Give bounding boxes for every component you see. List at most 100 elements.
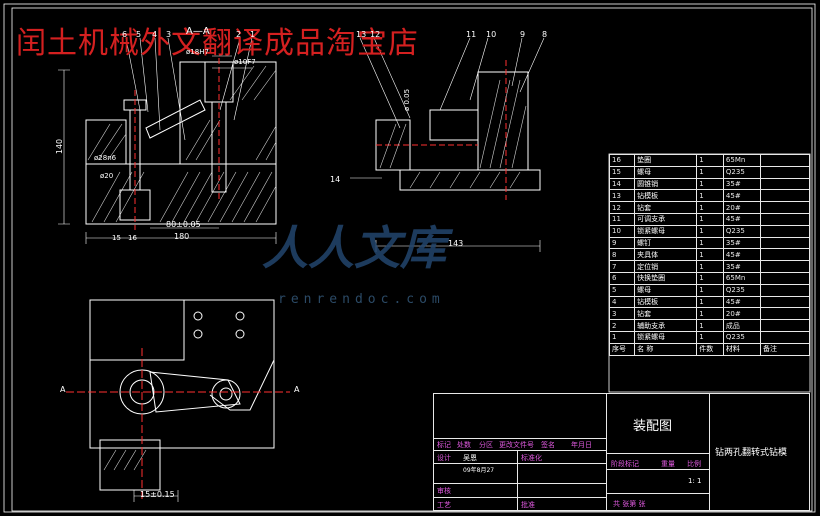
bom-cell-qty: 1 <box>696 330 724 344</box>
bom-cell-name: 名 称 <box>634 342 698 356</box>
sheet-count: 共 张第 张 <box>613 500 646 508</box>
revision-label: 分区 <box>479 441 493 449</box>
watermark-url: renrendoc.com <box>278 292 445 307</box>
side-view <box>350 37 545 252</box>
bom-cell-note <box>760 224 810 238</box>
watermark-logo: 人人文库 <box>262 221 446 275</box>
label-design: 设计 <box>437 454 451 462</box>
bom-cell-mat: 45# <box>722 295 762 309</box>
section-label-a-left: A <box>60 385 66 394</box>
bom-cell-mat: 45# <box>722 248 762 262</box>
watermark-shop-name: 闰土机械外文翻译成品淘宝店 <box>16 26 419 61</box>
revision-label: 签名 <box>541 441 555 449</box>
bom-cell-no: 2 <box>608 319 636 332</box>
bom-cell-no: 13 <box>608 189 636 203</box>
callout-13: 13 <box>356 30 367 39</box>
bom-cell-mat: 65Mn <box>722 271 762 285</box>
dim-16: 16 <box>128 234 137 242</box>
bom-cell-qty: 1 <box>696 295 724 309</box>
bom-cell-no: 12 <box>608 201 636 214</box>
bom-cell-mat: 20# <box>722 201 762 214</box>
scale-value: 1: 1 <box>688 477 702 485</box>
dim-phi18: ø18H7 <box>186 48 209 56</box>
callout-6: 6 <box>122 30 128 39</box>
callout-4: 4 <box>152 30 158 39</box>
bom-cell-name: 钻模板 <box>634 295 698 309</box>
bom-cell-mat: 45# <box>722 212 762 226</box>
revision-label: 年月日 <box>571 441 592 449</box>
bom-cell-no: 3 <box>608 307 636 321</box>
bom-cell-name: 可调支承 <box>634 212 698 226</box>
bom-cell-note <box>760 283 810 297</box>
bom-cell-qty: 件数 <box>696 342 724 356</box>
label-approve: 批准 <box>521 501 535 509</box>
bom-cell-name: 钻套 <box>634 307 698 321</box>
design-date: 09年8月27 <box>463 467 495 474</box>
dim-phi28: ø28n6 <box>94 154 117 162</box>
revision-label: 处数 <box>457 441 471 449</box>
product-name: 钻两孔翻转式钻模 <box>715 448 788 458</box>
revision-label: 更改文件号 <box>499 441 534 449</box>
bom-cell-no: 16 <box>608 154 636 167</box>
bom-cell-qty: 1 <box>696 236 724 250</box>
outer-frame <box>3 3 816 513</box>
callout-3: 3 <box>166 30 172 39</box>
bom-cell-qty: 1 <box>696 248 724 262</box>
label-stage: 阶段标记 <box>611 460 639 468</box>
bom-cell-qty: 1 <box>696 271 724 285</box>
bom-header-row: 序号名 称件数材料备注 <box>608 342 810 356</box>
bom-cell-qty: 1 <box>696 165 724 179</box>
bom-cell-note <box>760 330 810 344</box>
bom-cell-name: 垫圈 <box>634 154 698 167</box>
drawing-name: 装配图 <box>633 419 673 434</box>
bom-cell-name: 螺母 <box>634 283 698 297</box>
bom-cell-no: 4 <box>608 295 636 309</box>
section-view-a-a <box>58 37 277 244</box>
label-scale: 比例 <box>687 460 701 468</box>
bom-cell-note <box>760 189 810 203</box>
bom-cell-mat: Q235 <box>722 283 762 297</box>
callout-1: 1 <box>250 30 256 39</box>
bom-cell-qty: 1 <box>696 319 724 332</box>
callout-12: 12 <box>370 30 381 39</box>
label-standard: 标准化 <box>521 454 542 462</box>
bom-cell-no: 1 <box>608 330 636 344</box>
callout-10: 10 <box>486 30 497 39</box>
dim-15-tol: 15±0.15 <box>140 490 175 499</box>
callout-14: 14 <box>330 175 341 184</box>
bom-cell-name: 辅助支承 <box>634 319 698 332</box>
bom-cell-note <box>760 201 810 214</box>
bom-cell-qty: 1 <box>696 224 724 238</box>
callout-8: 8 <box>542 30 548 39</box>
bom-cell-mat: 45# <box>722 189 762 203</box>
bom-cell-no: 14 <box>608 177 636 191</box>
bom-cell-name: 圆锥销 <box>634 177 698 191</box>
bom-cell-mat: 材料 <box>722 342 762 356</box>
bom-cell-mat: Q235 <box>722 165 762 179</box>
bom-cell-note <box>760 177 810 191</box>
dim-80: 80±0.05 <box>166 220 201 229</box>
dim-180: 180 <box>174 232 190 241</box>
dim-phi10: ø10F7 <box>234 58 256 66</box>
bom-cell-qty: 1 <box>696 283 724 297</box>
label-review: 审核 <box>437 487 451 495</box>
bom-cell-qty: 1 <box>696 201 724 214</box>
bom-cell-mat: 35# <box>722 260 762 273</box>
bom-cell-note <box>760 165 810 179</box>
bom-cell-no: 8 <box>608 248 636 262</box>
